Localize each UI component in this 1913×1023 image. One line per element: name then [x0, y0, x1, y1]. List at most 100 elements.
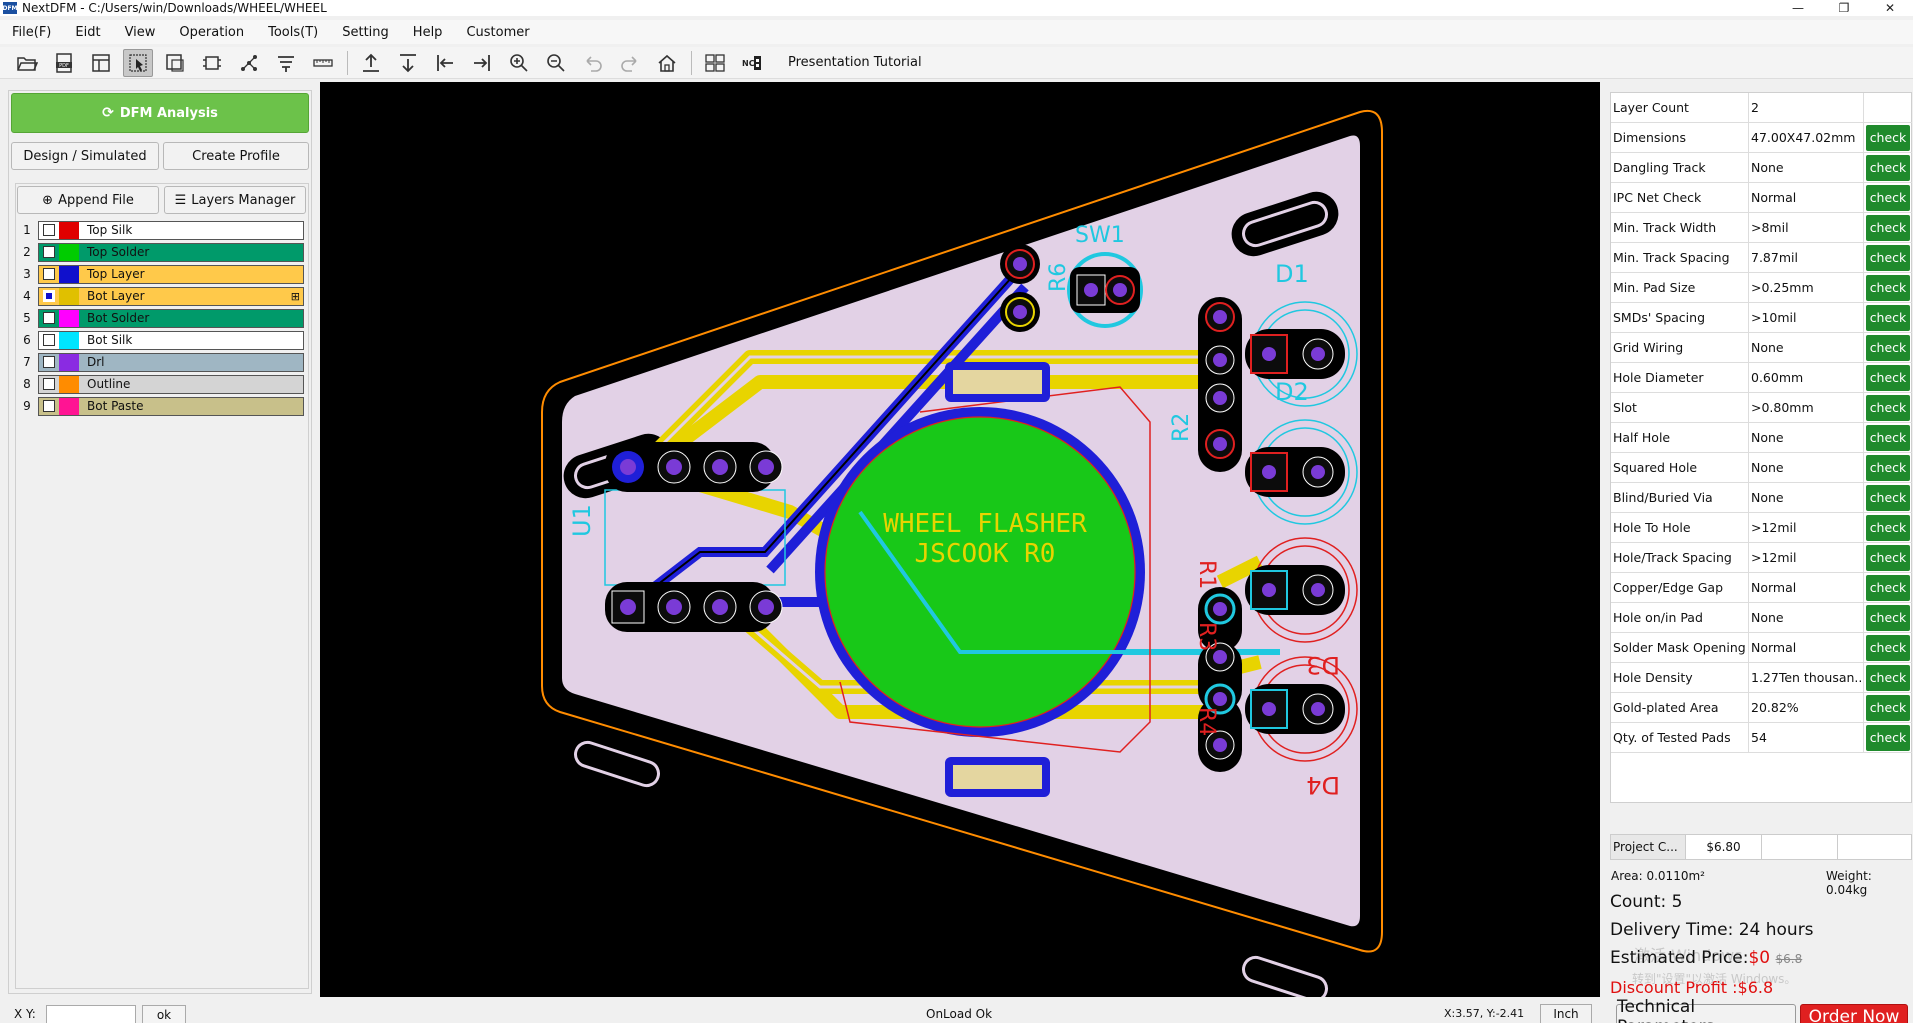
layout-panel-icon[interactable]: [86, 49, 116, 77]
append-file-button[interactable]: ⊕ Append File: [17, 186, 159, 214]
check-button[interactable]: check: [1866, 274, 1910, 301]
check-button[interactable]: check: [1866, 544, 1910, 571]
check-button[interactable]: check: [1866, 364, 1910, 391]
menu-edit[interactable]: Eidt: [75, 24, 101, 40]
layer-visibility-checkbox[interactable]: [43, 356, 55, 368]
download-icon[interactable]: [393, 49, 423, 77]
layers-manager-button[interactable]: ☰ Layers Manager: [164, 186, 306, 214]
layer-expand-icon[interactable]: ⊞: [290, 289, 300, 303]
check-button[interactable]: check: [1866, 124, 1910, 151]
layer-color-swatch[interactable]: [59, 243, 79, 261]
technical-parameters-button[interactable]: Technical Parameters: [1616, 997, 1796, 1023]
layer-cell[interactable]: Top Solder: [38, 242, 304, 262]
check-button[interactable]: check: [1866, 244, 1910, 271]
layer-visibility-checkbox[interactable]: [43, 246, 55, 258]
layer-visibility-checkbox[interactable]: [43, 290, 55, 302]
zoom-in-icon[interactable]: [504, 49, 534, 77]
layer-visibility-checkbox[interactable]: [43, 312, 55, 324]
grid-layout-icon[interactable]: [700, 49, 730, 77]
check-button[interactable]: check: [1866, 424, 1910, 451]
check-button[interactable]: check: [1866, 514, 1910, 541]
layer-cell[interactable]: Top Silk: [38, 220, 304, 240]
redo-icon[interactable]: [615, 49, 645, 77]
layer-cell[interactable]: Drl: [38, 352, 304, 372]
select-box-icon[interactable]: [160, 49, 190, 77]
layer-visibility-checkbox[interactable]: [43, 224, 55, 236]
layer-color-swatch[interactable]: [59, 353, 79, 371]
home-icon[interactable]: [652, 49, 682, 77]
xy-ok-button[interactable]: ok: [142, 1005, 186, 1023]
align-left-icon[interactable]: [430, 49, 460, 77]
layer-cell[interactable]: Top Layer: [38, 264, 304, 284]
export-pdf-icon[interactable]: PDF: [49, 49, 79, 77]
xy-input[interactable]: [46, 1005, 136, 1023]
align-layers-icon[interactable]: [271, 49, 301, 77]
layer-visibility-checkbox[interactable]: [43, 334, 55, 346]
layer-visibility-checkbox[interactable]: [43, 378, 55, 390]
menu-setting[interactable]: Setting: [342, 24, 389, 40]
check-button[interactable]: check: [1866, 304, 1910, 331]
check-button[interactable]: check: [1866, 154, 1910, 181]
check-button[interactable]: check: [1866, 604, 1910, 631]
check-button[interactable]: check: [1866, 694, 1910, 721]
pcb-render[interactable]: WHEEL FLASHER JSCOOK R0 U1: [320, 82, 1600, 997]
check-button[interactable]: check: [1866, 724, 1910, 751]
menu-customer[interactable]: Customer: [466, 24, 530, 40]
net-trace-icon[interactable]: [234, 49, 264, 77]
pcb-canvas[interactable]: WHEEL FLASHER JSCOOK R0 U1: [320, 82, 1600, 997]
layer-color-swatch[interactable]: [59, 265, 79, 283]
move-layer-icon[interactable]: [197, 49, 227, 77]
restore-button[interactable]: ❐: [1838, 1, 1850, 15]
layer-color-swatch[interactable]: [59, 397, 79, 415]
select-cursor-icon[interactable]: [123, 48, 153, 77]
dfm-analysis-button[interactable]: ⟳ DFM Analysis: [11, 93, 309, 133]
check-button[interactable]: check: [1866, 184, 1910, 211]
create-profile-button[interactable]: Create Profile: [163, 142, 309, 170]
order-now-button[interactable]: Order Now: [1800, 1004, 1908, 1023]
nc-drill-icon[interactable]: NC: [737, 49, 767, 77]
menu-tools[interactable]: Tools(T): [268, 24, 319, 40]
zoom-out-icon[interactable]: [541, 49, 571, 77]
check-button[interactable]: check: [1866, 634, 1910, 661]
layer-color-swatch[interactable]: [59, 287, 79, 305]
layer-cell[interactable]: Outline: [38, 374, 304, 394]
check-button[interactable]: check: [1866, 664, 1910, 691]
check-button[interactable]: check: [1866, 454, 1910, 481]
layer-color-swatch[interactable]: [59, 331, 79, 349]
check-button[interactable]: check: [1866, 484, 1910, 511]
undo-icon[interactable]: [578, 49, 608, 77]
align-right-icon[interactable]: [467, 49, 497, 77]
menu-help[interactable]: Help: [412, 24, 443, 40]
unit-toggle-button[interactable]: Inch: [1540, 1004, 1592, 1023]
layer-cell[interactable]: Bot Paste: [38, 396, 304, 416]
check-button[interactable]: check: [1866, 394, 1910, 421]
layer-cell[interactable]: Bot Silk: [38, 330, 304, 350]
ruler-icon[interactable]: [308, 49, 338, 77]
open-folder-icon[interactable]: [12, 49, 42, 77]
layer-color-swatch[interactable]: [59, 375, 79, 393]
layer-visibility-checkbox[interactable]: [43, 400, 55, 412]
layer-cell[interactable]: Bot Layer⊞: [38, 286, 304, 306]
close-button[interactable]: ✕: [1884, 1, 1896, 15]
layer-visibility-checkbox[interactable]: [43, 268, 55, 280]
menu-view[interactable]: View: [124, 24, 156, 40]
minimize-button[interactable]: —: [1792, 1, 1804, 15]
layer-color-swatch[interactable]: [59, 309, 79, 327]
check-button[interactable]: check: [1866, 334, 1910, 361]
layer-color-swatch[interactable]: [59, 221, 79, 239]
presentation-tutorial-link[interactable]: Presentation Tutorial: [788, 55, 922, 70]
menu-operation[interactable]: Operation: [179, 24, 245, 40]
check-button[interactable]: check: [1866, 574, 1910, 601]
upload-icon[interactable]: [356, 49, 386, 77]
design-simulated-button[interactable]: Design / Simulated: [11, 142, 159, 170]
menu-file[interactable]: File(F): [12, 24, 52, 40]
